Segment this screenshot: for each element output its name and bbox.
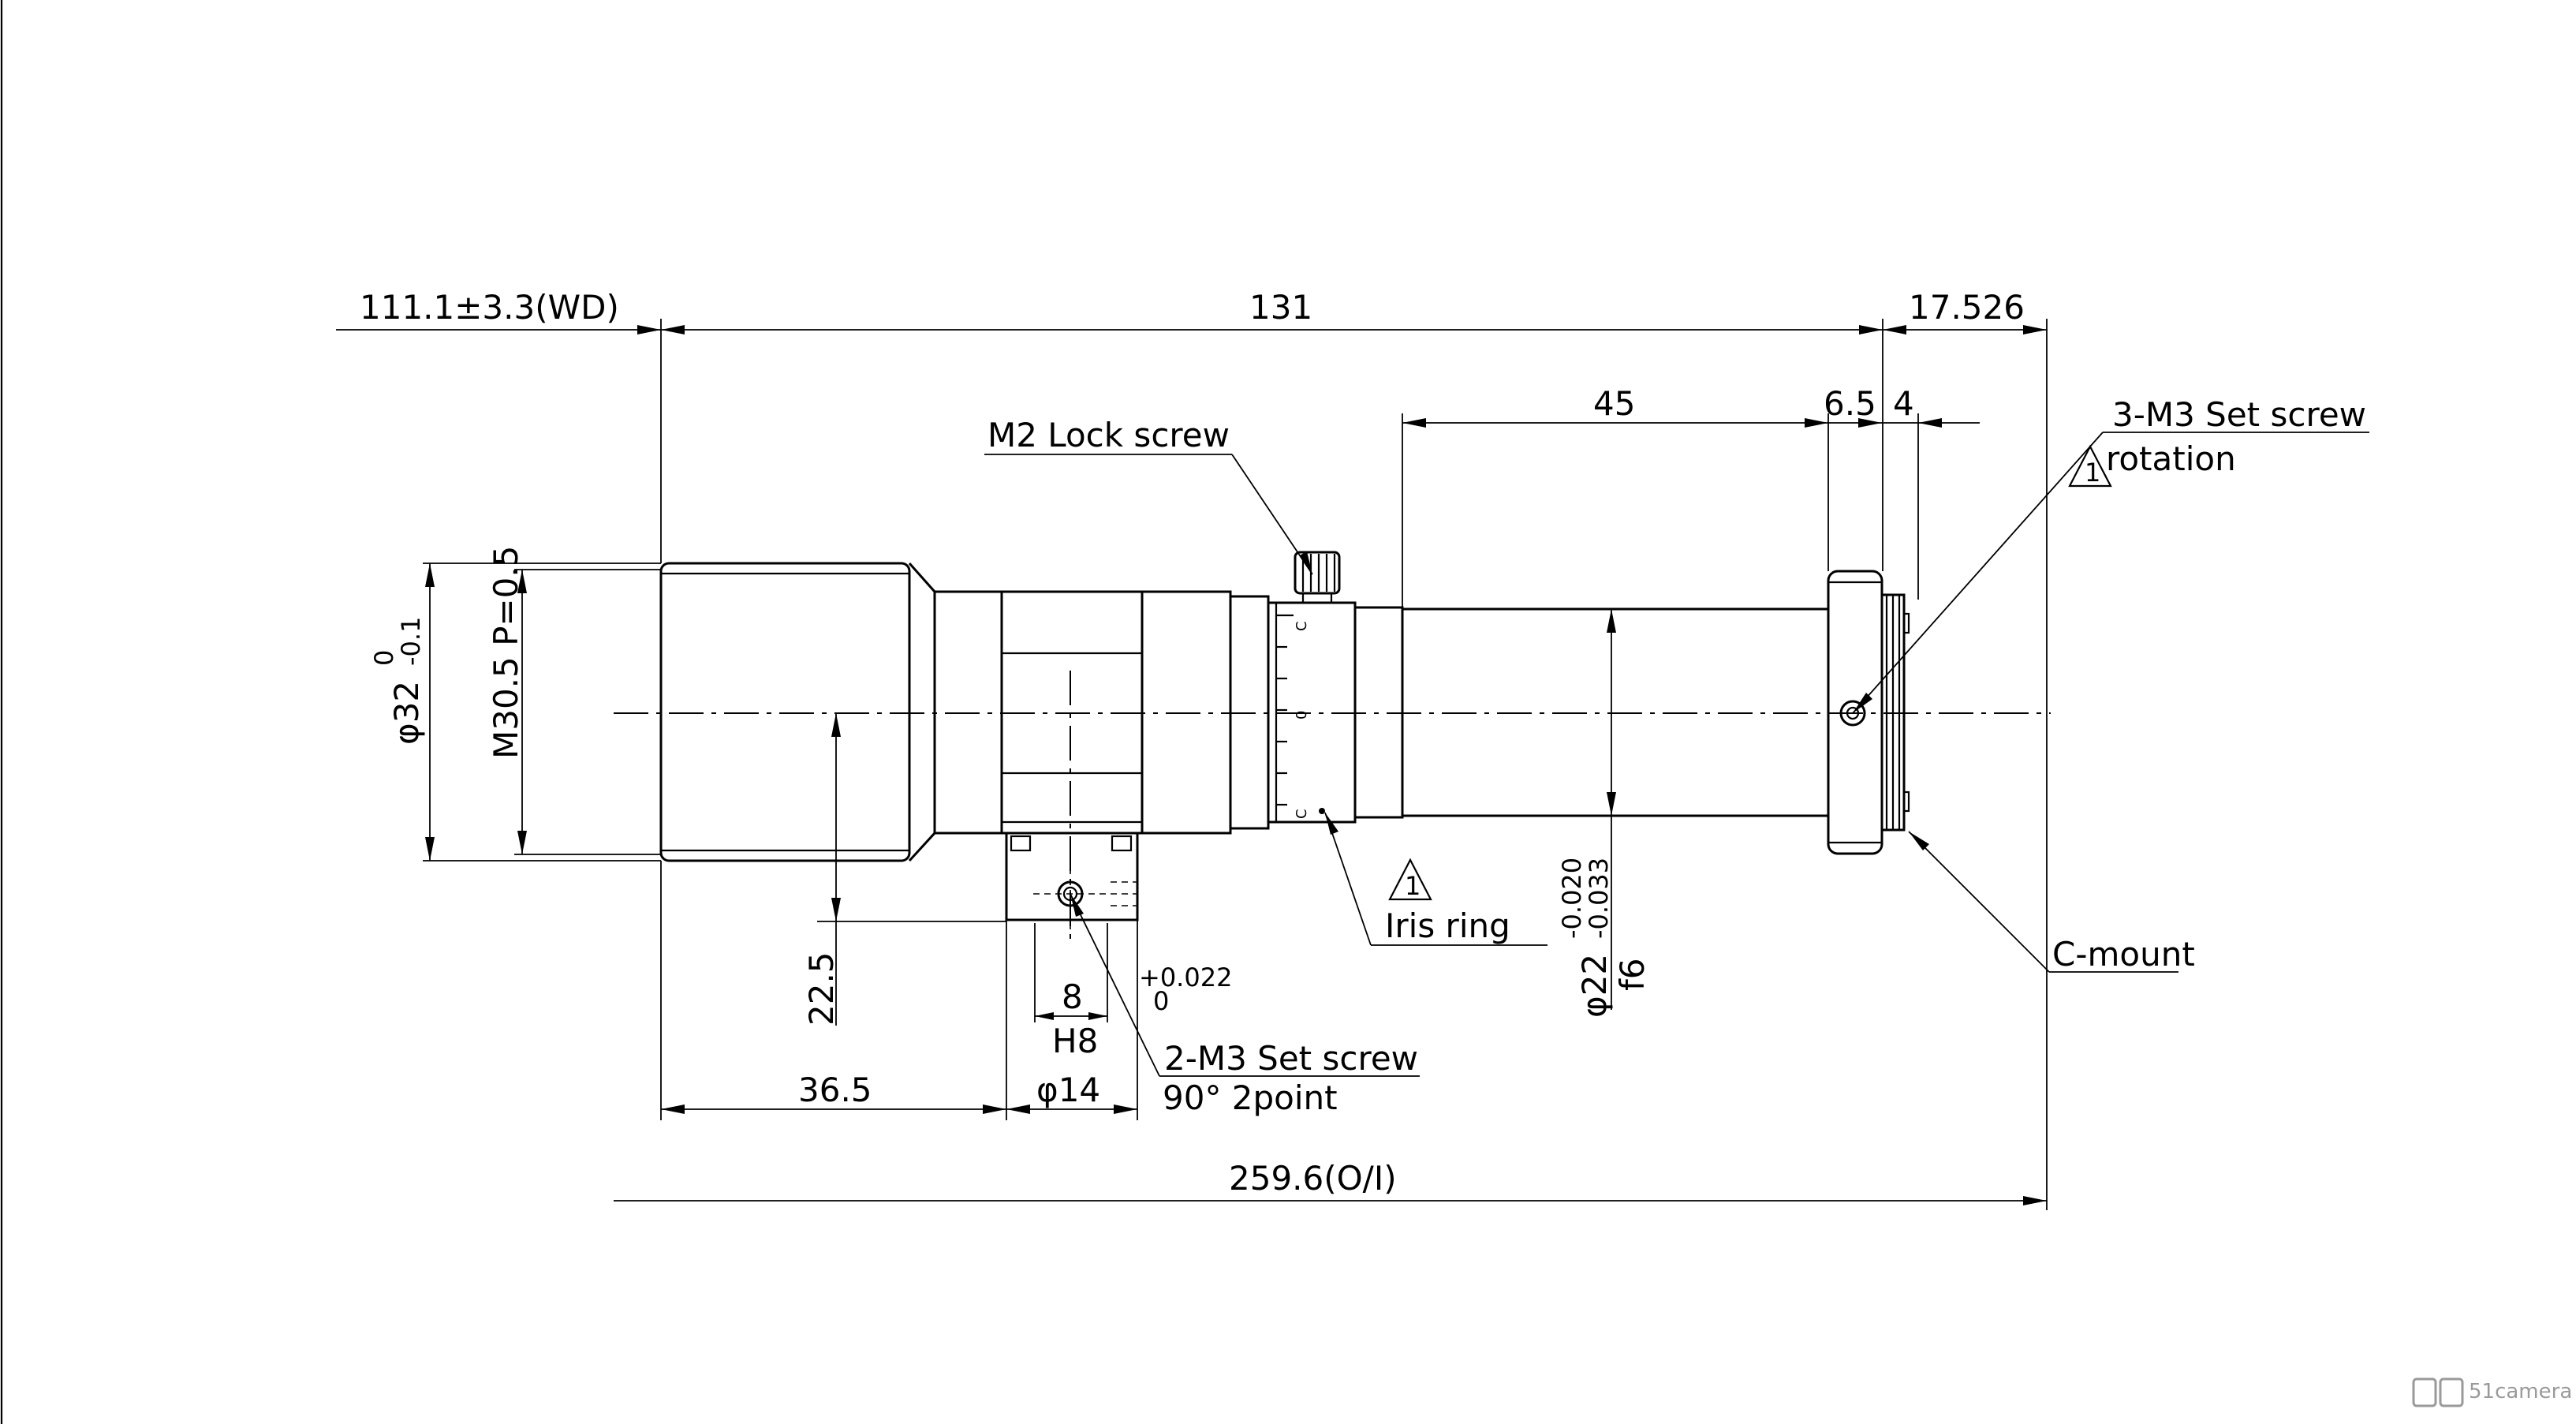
svg-text:1: 1 — [2085, 458, 2100, 488]
label-c-mount: C-mount — [2052, 935, 2195, 974]
dim-total-259-6: 259.6(O/I) — [1229, 1159, 1397, 1198]
dim-8: 8 — [1062, 977, 1083, 1016]
dim-h8-tol-lower: 0 — [1153, 986, 1169, 1016]
dim-4: 4 — [1893, 384, 1914, 423]
dim-m30-5-thread: M30.5 P=0.5 — [487, 546, 525, 759]
iris-scale-c-top: C — [1294, 621, 1310, 631]
svg-text:-0.020: -0.020 — [1557, 858, 1587, 939]
front-barrel — [659, 562, 911, 862]
svg-text:51camera: 51camera — [2469, 1380, 2572, 1403]
extension-lines — [423, 319, 2048, 1210]
m2-lock-screw-knob — [1294, 551, 1341, 604]
svg-text:-0.033: -0.033 — [1584, 858, 1614, 939]
iris-scale-ticks: C 0 C — [1276, 614, 1325, 819]
dim-6-5: 6.5 — [1824, 384, 1876, 423]
dim-17-526: 17.526 — [1909, 288, 2025, 327]
svg-text:φ22: φ22 — [1575, 954, 1614, 1018]
dim-h8: H8 — [1052, 1022, 1098, 1060]
dim-phi14: φ14 — [1036, 1071, 1100, 1109]
dim-phi22: φ22 -0.020 -0.033 — [1557, 858, 1614, 1018]
dim-45: 45 — [1593, 384, 1635, 423]
label-rotation: rotation — [2106, 439, 2236, 478]
lens-body: C 0 C — [659, 551, 1910, 931]
svg-text:φ32: φ32 — [387, 681, 426, 745]
svg-text:1: 1 — [1405, 871, 1421, 901]
watermark-logo: 51camera — [2412, 1377, 2572, 1407]
label-2-m3-set-screw: 2-M3 Set screw — [1164, 1039, 1418, 1078]
label-m2-lock-screw: M2 Lock screw — [987, 416, 1230, 454]
dimension-lines — [336, 325, 2047, 1205]
warning-triangle-icon: 1 — [1388, 858, 1432, 901]
svg-text:-0.1: -0.1 — [396, 617, 426, 666]
label-3-m3-set-screw: 3-M3 Set screw — [2112, 395, 2366, 434]
dim-36-5: 36.5 — [798, 1071, 872, 1109]
dim-working-distance: 111.1±3.3(WD) — [360, 288, 619, 327]
warning-triangle-icon: 1 — [2068, 444, 2112, 488]
dim-f6: f6 — [1613, 958, 1652, 991]
dim-phi32: φ32 0 -0.1 — [369, 617, 426, 745]
dim-h8-tol-upper: +0.022 — [1139, 962, 1232, 992]
label-90-2point: 90° 2point — [1163, 1078, 1338, 1117]
dim-131: 131 — [1249, 288, 1312, 327]
iris-scale-c-bottom: C — [1294, 809, 1310, 819]
leader-lines — [984, 432, 2369, 1077]
iris-scale-zero: 0 — [1294, 711, 1310, 719]
dim-22-5: 22.5 — [802, 951, 841, 1026]
label-iris-ring: Iris ring — [1385, 906, 1510, 945]
svg-text:0: 0 — [369, 650, 399, 666]
mounting-foot — [1005, 832, 1139, 931]
